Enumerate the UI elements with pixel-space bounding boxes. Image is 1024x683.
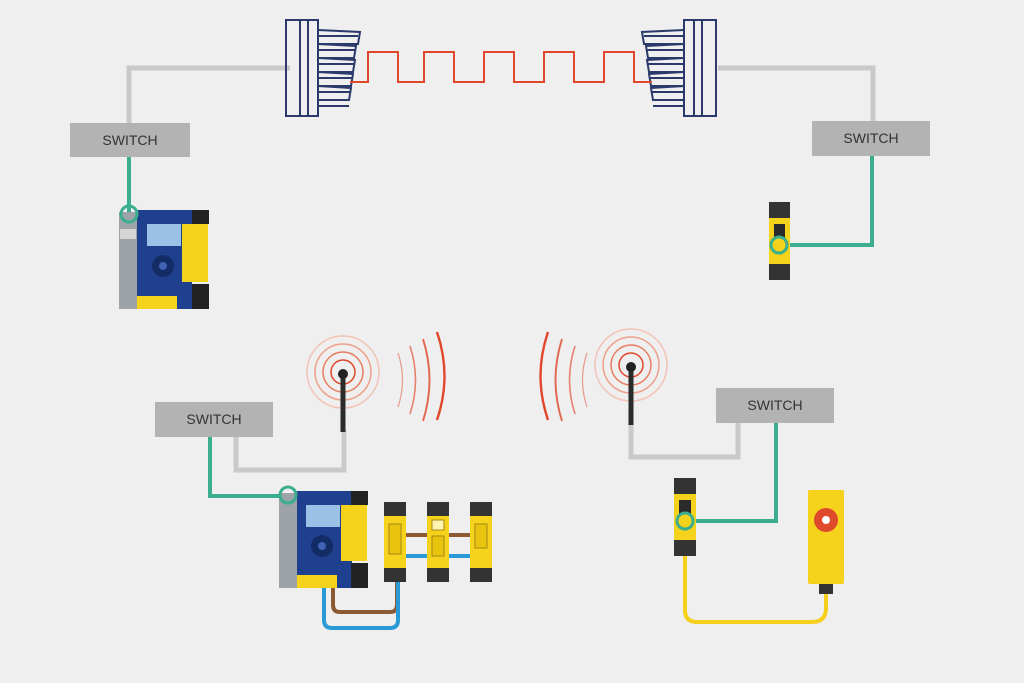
io-module — [427, 502, 449, 582]
fiber-connector-icon — [285, 19, 362, 117]
ethernet-cable-bottom-right — [690, 423, 778, 523]
cable-top-right-switch-to-fiber — [718, 65, 876, 122]
switch-top-right: SWITCH — [812, 121, 930, 156]
cable-bottom-left-switch-to-antenna — [233, 430, 347, 473]
square-wave-signal-icon — [350, 51, 652, 83]
switch-top-left: SWITCH — [70, 123, 190, 157]
wireless-waves-icon — [397, 331, 446, 422]
io-module-top-right — [769, 202, 790, 280]
ethernet-cable-top-right — [786, 156, 874, 247]
ethernet-port-icon — [769, 235, 789, 255]
switch-label: SWITCH — [102, 132, 157, 148]
io-module — [470, 502, 492, 582]
antenna-icon — [306, 335, 380, 432]
cable-bottom-right-antenna-to-switch — [628, 422, 741, 460]
switch-label: SWITCH — [747, 397, 802, 413]
blue-cable — [322, 554, 480, 630]
switch-label: SWITCH — [843, 130, 898, 146]
io-module — [384, 502, 406, 582]
switch-bottom-left: SWITCH — [155, 402, 273, 437]
safety-controller-bottom-left — [278, 485, 368, 588]
io-module-bottom-right — [674, 478, 696, 556]
cable-top-left-switch-to-fiber — [126, 65, 290, 124]
ethernet-port-icon — [119, 204, 139, 224]
ethernet-port-icon — [675, 511, 695, 531]
switch-label: SWITCH — [186, 411, 241, 427]
antenna-icon — [594, 328, 668, 425]
ethernet-cable-bottom-left — [208, 437, 287, 498]
switch-bottom-right: SWITCH — [716, 388, 834, 423]
safety-controller-top-left — [119, 204, 209, 309]
fiber-connector-icon — [640, 19, 717, 117]
ethernet-port-icon — [278, 485, 298, 505]
yellow-cable — [683, 555, 828, 624]
wireless-waves-icon — [539, 331, 588, 422]
emergency-stop-button-icon — [808, 490, 844, 594]
